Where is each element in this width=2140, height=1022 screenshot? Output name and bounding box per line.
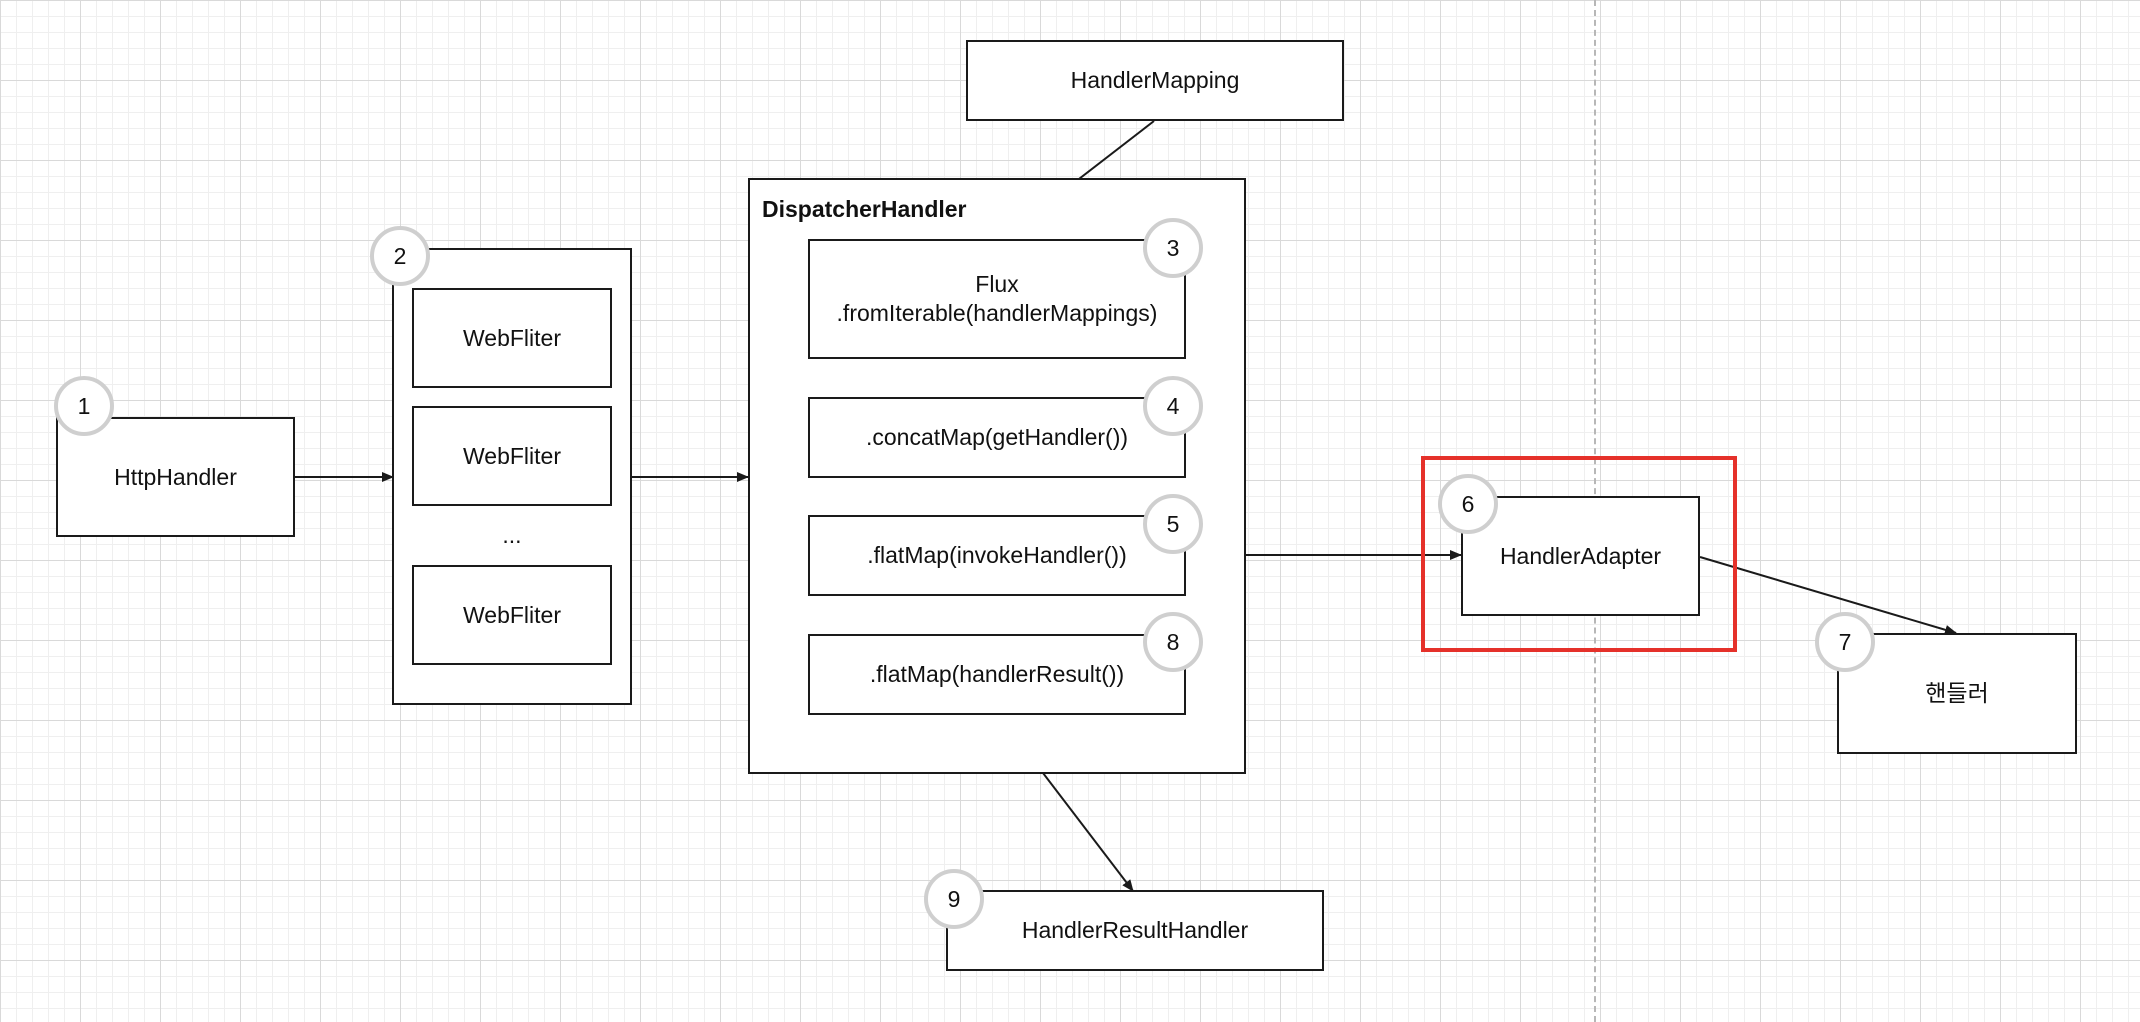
web-filter-label-3: WebFliter [463, 601, 561, 628]
flat-map-invoke-handler-label: .flatMap(invokeHandler()) [867, 542, 1127, 568]
web-filter-label-1: WebFliter [463, 324, 561, 351]
web-filter-box-3: WebFliter [412, 565, 612, 665]
web-filter-box-1: WebFliter [412, 288, 612, 388]
http-handler-label: HttpHandler [114, 463, 237, 490]
flat-map-handler-result-box: .flatMap(handlerResult()) [808, 634, 1186, 715]
concat-map-box: .concatMap(getHandler()) [808, 397, 1186, 478]
step-badge-9: 9 [924, 869, 984, 929]
handler-result-handler-box: HandlerResultHandler [946, 890, 1324, 971]
http-handler-box: HttpHandler [56, 417, 295, 537]
handler-box: 핸들러 [1837, 633, 2077, 754]
arrow-handleradapter-to-handler [1699, 556, 1957, 635]
step-badge-4: 4 [1143, 376, 1203, 436]
web-filter-label-2: WebFliter [463, 442, 561, 469]
handler-label: 핸들러 [1925, 680, 1989, 706]
step-badge-5: 5 [1143, 494, 1203, 554]
handler-adapter-label: HandlerAdapter [1499, 542, 1662, 569]
handler-adapter-box: HandlerAdapter [1461, 496, 1700, 616]
concat-map-label: .concatMap(getHandler()) [865, 424, 1129, 450]
step-badge-8: 8 [1143, 612, 1203, 672]
web-filter-box-2: WebFliter [412, 406, 612, 506]
handler-mapping-box: HandlerMapping [966, 40, 1344, 121]
step-badge-2: 2 [370, 226, 430, 286]
handler-result-handler-label: HandlerResultHandler [1021, 917, 1249, 943]
flux-from-iterable-box: Flux .fromIterable(handlerMappings) [808, 239, 1186, 359]
flux-from-iterable-label: Flux .fromIterable(handlerMappings) [836, 271, 1158, 326]
step-badge-7: 7 [1815, 612, 1875, 672]
step-badge-6: 6 [1438, 474, 1498, 534]
step-badge-1: 1 [54, 376, 114, 436]
handler-mapping-label: HandlerMapping [1070, 67, 1240, 93]
dispatcher-handler-title: DispatcherHandler [762, 196, 967, 222]
flat-map-handler-result-label: .flatMap(handlerResult()) [869, 661, 1125, 687]
step-badge-3: 3 [1143, 218, 1203, 278]
flat-map-invoke-handler-box: .flatMap(invokeHandler()) [808, 515, 1186, 596]
handler-adapter-highlight [1421, 456, 1737, 652]
web-filter-ellipsis: ... [502, 522, 522, 548]
